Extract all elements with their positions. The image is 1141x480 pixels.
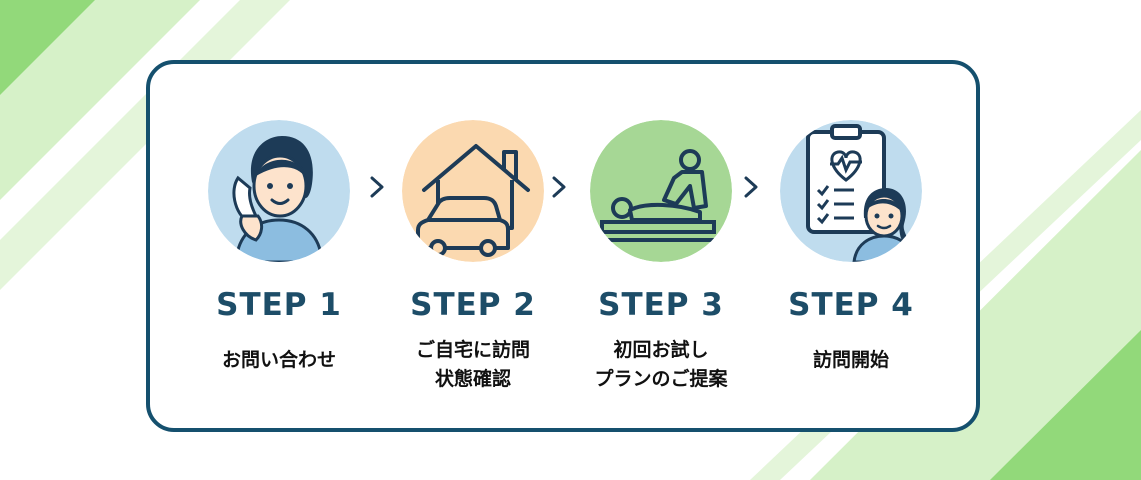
step-4-description: 訪問開始 (812, 349, 889, 371)
step-2-title: STEP 2 (410, 287, 536, 323)
step-3-description: 初回お試し プランのご提案 (594, 339, 728, 390)
step-2-description: ご自宅に訪問 状態確認 (415, 339, 530, 390)
step-1-description: お問い合わせ (221, 349, 336, 371)
step-4-title: STEP 4 (788, 287, 914, 323)
phone-call-person-icon (208, 120, 350, 262)
chevron-right-icon (370, 176, 384, 198)
step-1-title: STEP 1 (216, 287, 342, 323)
steps-card: STEP 1 お問い合わせ STEP 2 ご自宅に訪問 状態確認 (146, 60, 980, 432)
house-car-icon (402, 120, 544, 262)
step-3-title: STEP 3 (598, 287, 724, 323)
clipboard-care-person-icon (780, 120, 922, 262)
massage-treatment-icon (590, 120, 732, 262)
chevron-right-icon (552, 176, 566, 198)
chevron-right-icon (744, 176, 758, 198)
